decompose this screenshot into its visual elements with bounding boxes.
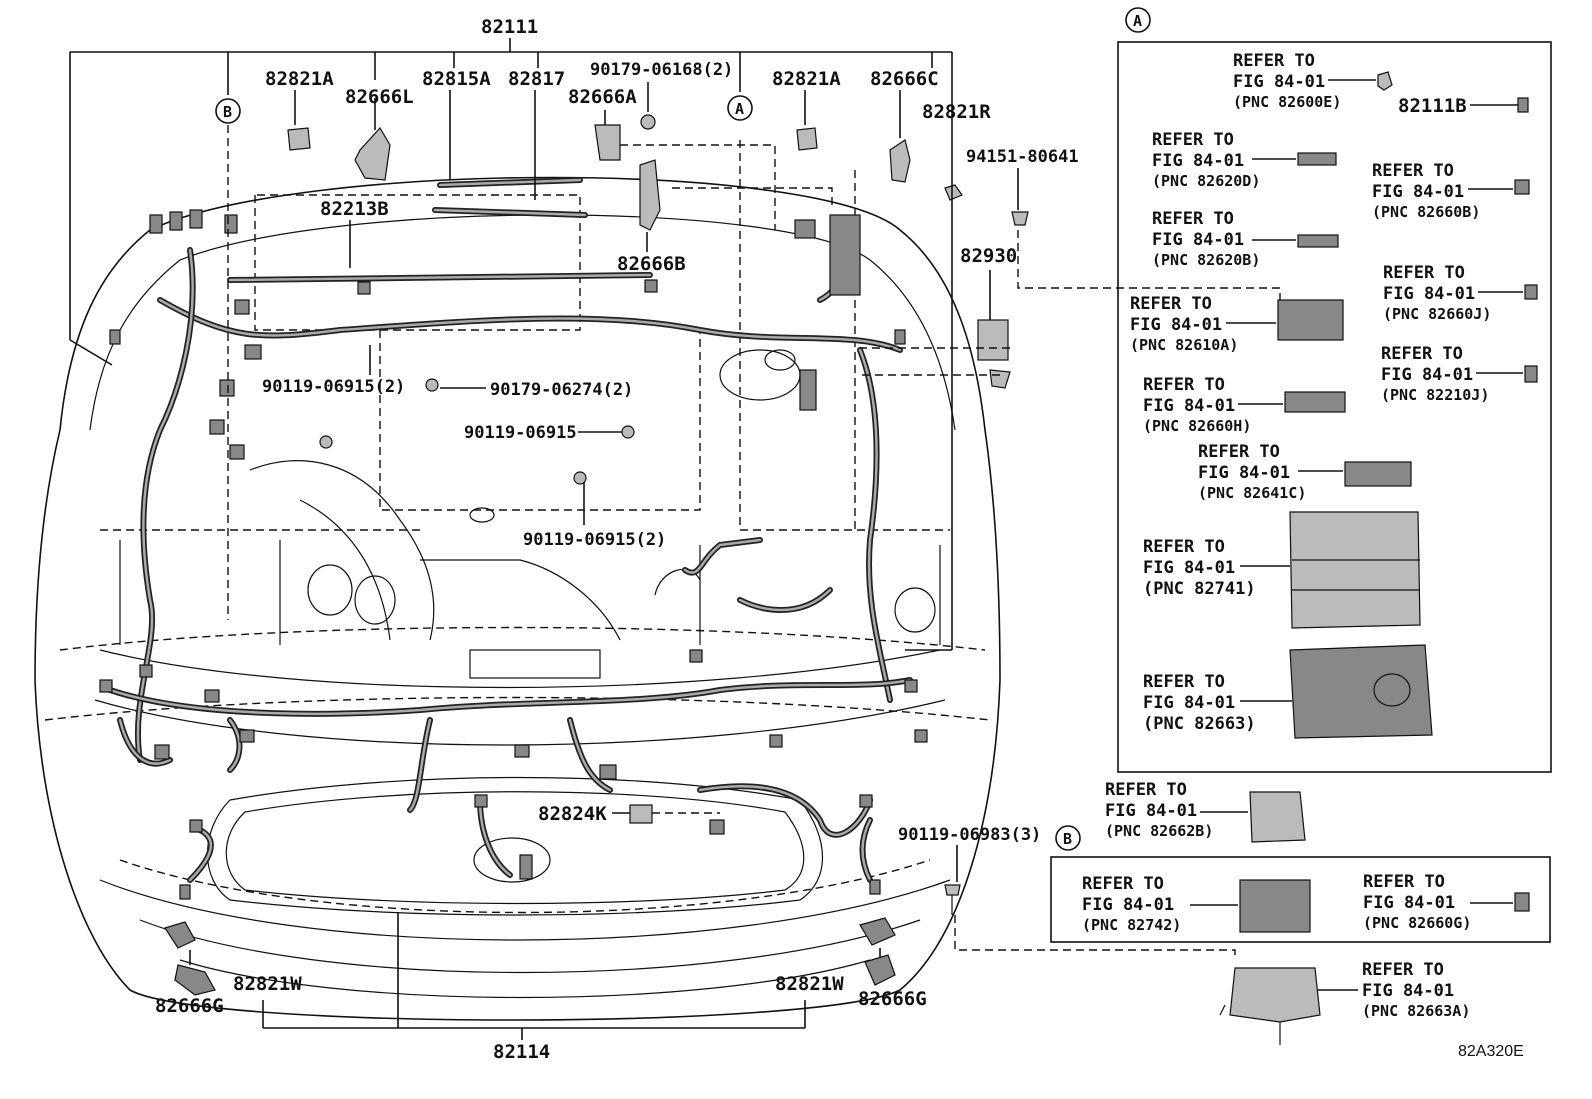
refer-82620D-pnc: (PNC 82620D) [1152, 172, 1260, 190]
refer-82660B-line2: FIG 84-01 [1372, 182, 1464, 202]
refer-82610A-line2: FIG 84-01 [1130, 315, 1222, 335]
refer-82660B-pnc: (PNC 82660B) [1372, 203, 1480, 221]
inset-box-b: REFER TO FIG 84-01 (PNC 82742) REFER TO … [1050, 856, 1551, 943]
label-82821A-left: 82821A [265, 68, 334, 90]
label-82666A: 82666A [568, 86, 637, 108]
callout-labels: 82111 82821A 82666L 82815A 82817 90179-0… [155, 16, 1524, 1063]
refer-82600E-line2: FIG 84-01 [1233, 72, 1325, 92]
refer-82742-line2: FIG 84-01 [1082, 895, 1174, 915]
refer-82663-line2: FIG 84-01 [1143, 693, 1235, 713]
refer-82662b-group: REFER TO FIG 84-01 (PNC 82662B) [1105, 780, 1306, 843]
label-82930: 82930 [960, 245, 1017, 267]
refer-82641C-pnc: (PNC 82641C) [1198, 484, 1306, 502]
refer-82210J-line2: FIG 84-01 [1381, 365, 1473, 385]
refer-82620B-line1: REFER TO [1152, 209, 1234, 229]
label-90179-06168: 90179-06168(2) [590, 60, 733, 80]
label-90119-06915-2-lower: 90119-06915(2) [523, 530, 666, 550]
marker-B-main: B [223, 103, 232, 121]
label-82666G-left: 82666G [155, 995, 224, 1017]
refer-82660H-line1: REFER TO [1143, 375, 1225, 395]
refer-82662B-line2: FIG 84-01 [1105, 801, 1197, 821]
label-82821W-left: 82821W [233, 973, 302, 995]
label-82666B: 82666B [617, 253, 686, 275]
marker-A-main: A [735, 100, 744, 118]
refer-82662B-pnc: (PNC 82662B) [1105, 822, 1213, 840]
refer-82660H-pnc: (PNC 82660H) [1143, 417, 1251, 435]
refer-82620D-line1: REFER TO [1152, 130, 1234, 150]
refer-82663A-line1: REFER TO [1362, 960, 1444, 980]
refer-82660G-pnc: (PNC 82660G) [1363, 914, 1471, 932]
refer-82660J-line1: REFER TO [1383, 263, 1465, 283]
refer-82620B-pnc: (PNC 82620B) [1152, 251, 1260, 269]
refer-82663-line1: REFER TO [1143, 672, 1225, 692]
label-82111: 82111 [481, 16, 538, 38]
wire-harness-routing [107, 177, 913, 883]
refer-82742-pnc: (PNC 82742) [1082, 916, 1181, 934]
refer-82663A-line2: FIG 84-01 [1362, 981, 1454, 1001]
refer-82620B-line2: FIG 84-01 [1152, 230, 1244, 250]
refer-82741-line2: FIG 84-01 [1143, 558, 1235, 578]
leader-lines [69, 38, 1518, 1040]
refer-82662B-line1: REFER TO [1105, 780, 1187, 800]
label-82666G-right: 82666G [858, 988, 927, 1010]
label-82821W-right: 82821W [775, 973, 844, 995]
marker-A-inset: A [1133, 12, 1142, 30]
refer-82641C-line1: REFER TO [1198, 442, 1280, 462]
vehicle-body-outline [34, 140, 1001, 1021]
refer-82620D-line2: FIG 84-01 [1152, 151, 1244, 171]
refer-82641C-line2: FIG 84-01 [1198, 463, 1290, 483]
refer-82663a-group: REFER TO FIG 84-01 (PNC 82663A) [1219, 960, 1470, 1045]
refer-82660H-line2: FIG 84-01 [1143, 396, 1235, 416]
refer-82663A-pnc: (PNC 82663A) [1362, 1002, 1470, 1020]
view-markers: B A A B [215, 7, 1151, 851]
refer-82600E-pnc: (PNC 82600E) [1233, 93, 1341, 111]
refer-82210J-line1: REFER TO [1381, 344, 1463, 364]
refer-82660J-pnc: (PNC 82660J) [1383, 305, 1491, 323]
refer-82660G-line2: FIG 84-01 [1363, 893, 1455, 913]
label-82111B: 82111B [1398, 95, 1467, 117]
connector-parts [99, 114, 1029, 996]
marker-B-inset: B [1063, 830, 1072, 848]
refer-82741-pnc: (PNC 82741) [1143, 579, 1256, 599]
label-82666L: 82666L [345, 86, 414, 108]
refer-82742-line1: REFER TO [1082, 874, 1164, 894]
label-82815A: 82815A [422, 68, 491, 90]
refer-82741-line1: REFER TO [1143, 537, 1225, 557]
refer-82660J-line2: FIG 84-01 [1383, 284, 1475, 304]
label-82666C: 82666C [870, 68, 939, 90]
label-90119-06915-2-upper: 90119-06915(2) [262, 377, 405, 397]
refer-82663-pnc: (PNC 82663) [1143, 714, 1256, 734]
label-90119-06915: 90119-06915 [464, 423, 577, 443]
refer-82610A-pnc: (PNC 82610A) [1130, 336, 1238, 354]
label-82821R: 82821R [922, 101, 991, 123]
refer-82660B-line1: REFER TO [1372, 161, 1454, 181]
label-90179-06274: 90179-06274(2) [490, 380, 633, 400]
inset-box-a: REFER TO FIG 84-01 (PNC 82600E) REFER TO… [1117, 41, 1552, 773]
label-82821A-right: 82821A [772, 68, 841, 90]
label-82114: 82114 [493, 1041, 550, 1063]
refer-82610A-line1: REFER TO [1130, 294, 1212, 314]
label-82824K: 82824K [538, 803, 607, 825]
label-82817: 82817 [508, 68, 565, 90]
refer-82600E-line1: REFER TO [1233, 51, 1315, 71]
label-82213B: 82213B [320, 198, 389, 220]
refer-82660G-line1: REFER TO [1363, 872, 1445, 892]
label-90119-06983: 90119-06983(3) [898, 825, 1041, 845]
refer-82210J-pnc: (PNC 82210J) [1381, 386, 1489, 404]
label-94151-80641: 94151-80641 [966, 147, 1079, 167]
drawing-code: 82A320E [1458, 1043, 1524, 1060]
